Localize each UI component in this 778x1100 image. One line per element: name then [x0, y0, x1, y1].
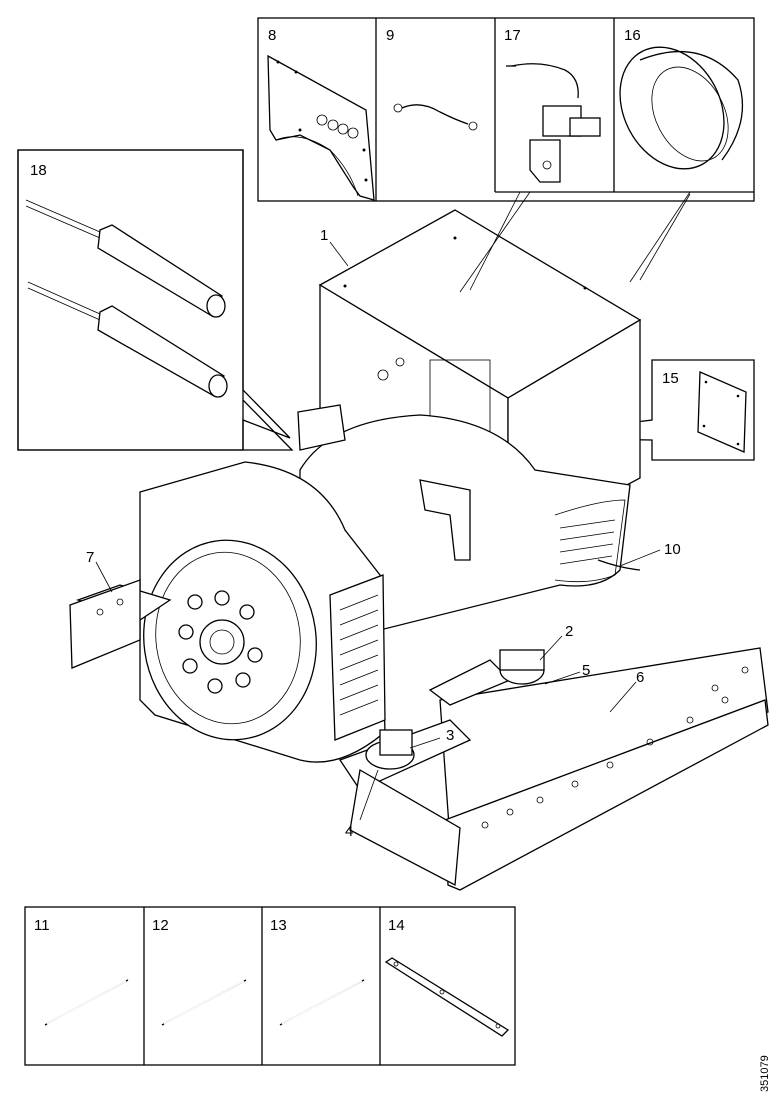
label-part-12: 12 — [152, 917, 169, 934]
callout-5: 5 — [582, 662, 590, 679]
label-part-9: 9 — [386, 27, 394, 44]
part-13-stud — [279, 979, 365, 1026]
label-part-13: 13 — [270, 917, 287, 934]
label-part-15: 15 — [662, 370, 679, 387]
label-part-14: 14 — [388, 917, 405, 934]
callout-4: 4 — [345, 823, 353, 840]
callout-7: 7 — [86, 549, 94, 566]
callout-2: 2 — [565, 623, 573, 640]
part-9-earth-cable — [393, 103, 478, 131]
leader-lines — [95, 191, 691, 821]
main-generator-assembly — [69, 209, 769, 891]
frame-holes — [96, 598, 749, 829]
callout-1: 1 — [320, 227, 328, 244]
callout-10: 10 — [664, 541, 681, 558]
detail-box-18 — [17, 149, 294, 451]
bottom-detail-panel — [24, 906, 516, 1066]
part-12-stud — [161, 979, 247, 1026]
callout-6: 6 — [636, 669, 644, 686]
part-8-terminal-plate — [267, 54, 375, 201]
label-part-11: 11 — [34, 917, 50, 934]
part-14-link-bar — [384, 957, 510, 1037]
part-16-cover-cap — [619, 46, 744, 170]
top-detail-panel — [257, 17, 755, 202]
callout-3: 3 — [446, 727, 454, 744]
figure-id: 351079 — [759, 1055, 771, 1092]
part-17-sensor — [506, 63, 601, 183]
part-11-stud — [44, 979, 129, 1026]
label-part-16: 16 — [624, 27, 641, 44]
label-part-18: 18 — [30, 162, 47, 179]
part-18-heater-elements — [25, 199, 228, 398]
label-part-17: 17 — [504, 27, 521, 44]
part-15-inspection-cover — [697, 371, 747, 453]
label-part-8: 8 — [268, 27, 276, 44]
